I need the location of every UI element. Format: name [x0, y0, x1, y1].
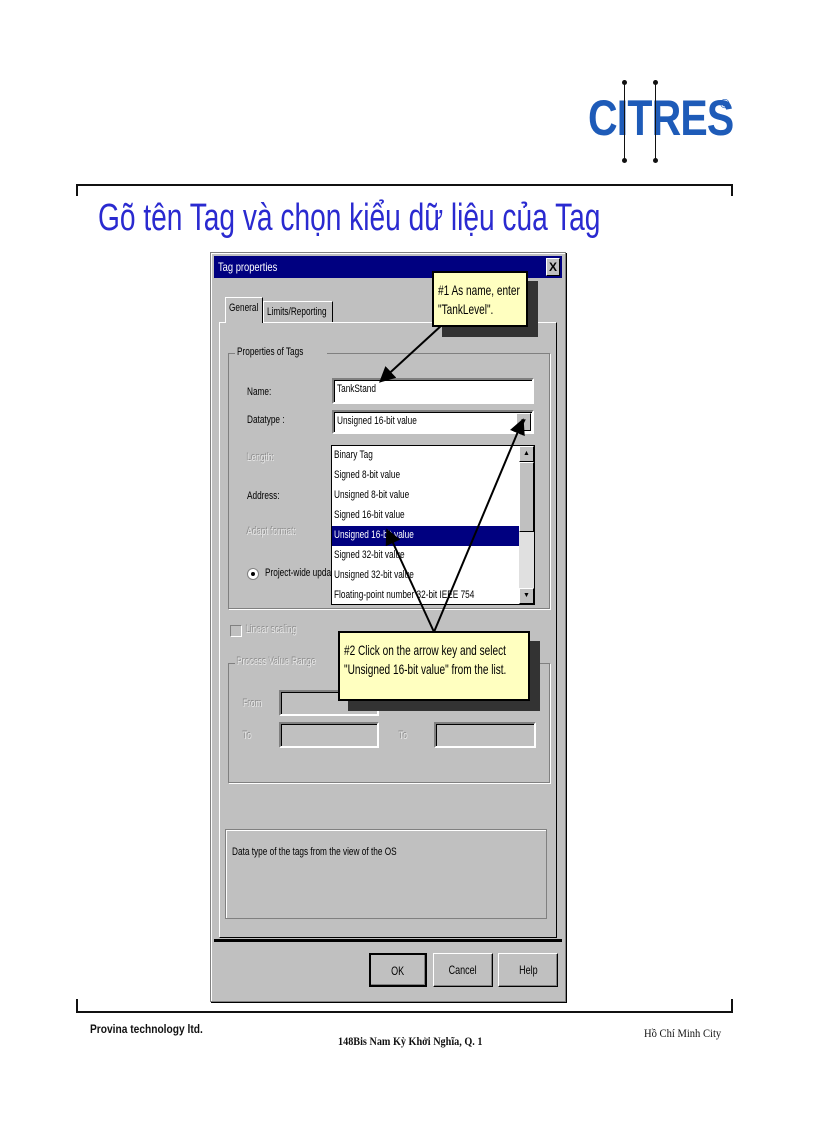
name-label: Name:	[247, 386, 272, 398]
name-value: TankStand	[337, 383, 376, 395]
frame-corner	[76, 999, 78, 1013]
citres-logo: CITRES ®	[588, 80, 738, 163]
dropdown-scrollbar[interactable]: ▲ ▼	[519, 446, 534, 604]
callout-step1: #1 As name, enter "TankLevel".	[432, 271, 528, 327]
slide-title: Gõ tên Tag và chọn kiểu dữ liệu của Tag	[98, 197, 601, 239]
callout-step2: #2 Click on the arrow key and select "Un…	[338, 631, 530, 701]
adapt-format-label: Adapt format:	[247, 526, 297, 538]
frame-corner	[731, 999, 733, 1013]
name-input[interactable]: TankStand	[332, 378, 534, 404]
callout-text: #2 Click on the arrow key and select	[344, 642, 506, 658]
registered-mark: ®	[720, 96, 730, 111]
length-label: Length:	[247, 452, 275, 464]
footer-company: Provina technology ltd.	[90, 1022, 203, 1036]
dropdown-option-selected[interactable]: Unsigned 16-bit value	[332, 526, 520, 546]
logo-text: CITRES	[588, 90, 734, 146]
logo-dot	[622, 158, 627, 163]
datatype-dropdown-list[interactable]: Binary Tag Signed 8-bit value Unsigned 8…	[331, 445, 535, 605]
dropdown-option[interactable]: Floating-point number 32-bit IEEE 754	[334, 589, 475, 601]
frame-corner	[76, 184, 78, 196]
to2-input[interactable]	[434, 722, 536, 748]
tab-label: General	[229, 302, 259, 314]
cancel-button[interactable]: Cancel	[433, 953, 493, 987]
ok-button[interactable]: OK	[369, 953, 427, 987]
logo-dot	[622, 80, 627, 85]
dropdown-option[interactable]: Binary Tag	[334, 449, 373, 461]
tab-label: Limits/Reporting	[267, 306, 327, 318]
datatype-label: Datatype :	[247, 414, 285, 426]
tab-limits-reporting[interactable]: Limits/Reporting	[263, 301, 333, 323]
dropdown-option[interactable]: Signed 32-bit value	[334, 549, 405, 561]
dropdown-option[interactable]: Unsigned 32-bit value	[334, 569, 414, 581]
dialog-title: Tag properties	[218, 260, 278, 274]
project-wide-update-label: Project-wide updat	[265, 567, 334, 579]
description-box: Data type of the tags from the view of t…	[225, 829, 547, 919]
datatype-combobox[interactable]: Unsigned 16-bit value ▼	[332, 410, 534, 434]
datatype-value: Unsigned 16-bit value	[337, 415, 417, 427]
logo-dot	[653, 158, 658, 163]
scroll-down-icon[interactable]: ▼	[519, 588, 534, 604]
footer-city: Hồ Chí Minh City	[644, 1026, 722, 1040]
frame-bottom-border	[76, 1011, 733, 1013]
close-button[interactable]: X	[546, 258, 560, 276]
tag-properties-dialog: Tag properties X Limits/Reporting Genera…	[210, 252, 566, 1002]
dropdown-option[interactable]: Signed 16-bit value	[334, 509, 405, 521]
logo-dot	[653, 80, 658, 85]
group-label: Process Value Range	[235, 656, 345, 668]
from-label: From	[243, 698, 263, 710]
dropdown-option[interactable]: Signed 8-bit value	[334, 469, 401, 481]
callout-text: #1 As name, enter	[438, 282, 520, 298]
frame-corner	[731, 184, 733, 196]
tab-general[interactable]: General	[225, 297, 263, 323]
chevron-down-icon[interactable]: ▼	[516, 413, 531, 431]
logo-divider-line	[655, 82, 656, 160]
logo-divider-line	[624, 82, 625, 160]
project-wide-update-radio[interactable]	[247, 568, 259, 580]
callout-text: "TankLevel".	[438, 301, 494, 317]
help-button[interactable]: Help	[498, 953, 558, 987]
to-label: To	[243, 730, 252, 742]
dropdown-option[interactable]: Unsigned 8-bit value	[334, 489, 410, 501]
to2-label: To	[399, 730, 408, 742]
address-label: Address:	[247, 490, 280, 502]
linear-scaling-label: Linear scaling	[246, 624, 297, 636]
to-input[interactable]	[279, 722, 379, 748]
frame-top-border	[76, 184, 733, 186]
group-label: Properties of Tags	[235, 346, 328, 358]
callout-text: "Unsigned 16-bit value" from the list.	[344, 661, 507, 677]
dialog-separator	[214, 939, 562, 942]
scrollbar-thumb[interactable]	[519, 462, 534, 532]
scroll-up-icon[interactable]: ▲	[519, 446, 534, 462]
linear-scaling-checkbox[interactable]	[230, 625, 242, 637]
footer-address: 148Bis Nam Kỳ Khởi Nghĩa, Q. 1	[338, 1034, 483, 1048]
description-text: Data type of the tags from the view of t…	[232, 846, 397, 858]
